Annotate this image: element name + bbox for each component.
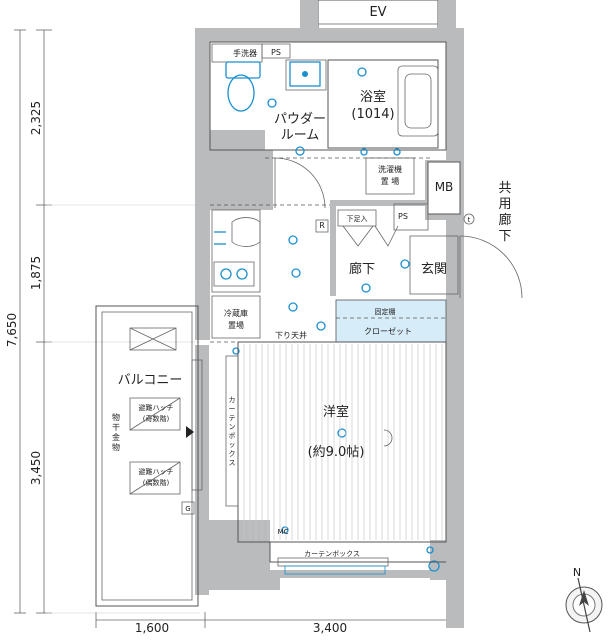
hatch-even-label-1: 避難ハッチ	[139, 467, 174, 476]
toilet-icon	[225, 61, 261, 112]
drop-ceiling-label: 下り天井	[275, 330, 307, 340]
ps-label-mid: PS	[398, 212, 408, 221]
closet-label: クローゼット	[364, 326, 412, 336]
curtain-box-char: カ	[229, 396, 236, 404]
g-label: G	[185, 505, 190, 513]
toilet-shelf-label: 手洗器	[233, 48, 257, 58]
dim-left-2: 1,875	[29, 256, 43, 290]
hatch-even-label-2: (偶数階)	[143, 478, 170, 487]
western-room-floor	[243, 344, 443, 540]
svg-text:用: 用	[498, 197, 511, 212]
curtain-box-char: ッ	[229, 441, 236, 449]
hallway-label: 廊下	[349, 261, 375, 277]
svg-text:物: 物	[112, 442, 120, 452]
door-swings	[274, 157, 523, 299]
equipment-dots	[232, 67, 440, 572]
western-room-name: 洋室	[323, 404, 349, 420]
svg-text:共: 共	[498, 181, 511, 196]
wet-area	[209, 41, 461, 231]
curtain-box-horizontal: カーテンボックス	[304, 550, 360, 558]
monohoshi-label: 物 干 金 物	[112, 412, 120, 452]
dim-left-3: 3,450	[29, 451, 43, 485]
mb-label: MB	[435, 180, 454, 194]
svg-text:物: 物	[112, 412, 120, 422]
bath-size: (1014)	[351, 107, 394, 122]
mc-label: MC	[278, 528, 289, 536]
fridge-label-1: 冷蔵庫	[224, 308, 248, 318]
western-room-size: (約9.0帖)	[308, 445, 365, 460]
dim-left-1: 2,325	[29, 101, 43, 135]
t-label: t	[468, 216, 471, 224]
dim-total: 7,650	[5, 313, 19, 347]
dim-bottom-1: 1,600	[135, 621, 169, 635]
balcony	[95, 305, 203, 607]
fixed-shelf-label: 固定棚	[375, 307, 396, 316]
compass-north: N	[573, 566, 581, 579]
curtain-box-char: テ	[229, 414, 236, 422]
bath-name: 浴室	[360, 89, 386, 105]
hatch-odd-label-1: 避難ハッチ	[139, 403, 174, 412]
entrance-label: 玄関	[421, 262, 447, 277]
powder-label-2: ルーム	[281, 128, 320, 143]
ev-label: EV	[369, 5, 386, 20]
kitchen	[211, 209, 261, 339]
washbasin-icon	[289, 61, 321, 87]
common-corridor-label: 共 用 廊 下	[498, 181, 511, 244]
curtain-box-char: ン	[229, 423, 236, 431]
compass-icon	[565, 577, 603, 633]
curtain-box-char: ク	[229, 450, 236, 458]
svg-text:廊: 廊	[498, 212, 511, 228]
curtain-box-char: ー	[229, 405, 236, 413]
fridge-label-2: 置場	[228, 320, 244, 330]
washer-label-2: 置 場	[381, 176, 400, 186]
washer-label-1: 洗濯機	[378, 164, 402, 174]
svg-text:干: 干	[112, 423, 120, 432]
hatch-odd-label-2: (奇数階)	[143, 414, 170, 423]
svg-text:金: 金	[112, 432, 120, 442]
balcony-label: バルコニー	[118, 373, 183, 388]
shoe-box-label: 下足入	[347, 215, 368, 223]
curtain-box-char: ボ	[229, 432, 236, 440]
svg-text:下: 下	[498, 229, 511, 244]
r-label: R	[319, 221, 325, 230]
curtain-box-vertical: カーテンボックス	[229, 396, 236, 467]
ps-label-top: PS	[271, 48, 281, 57]
curtain-box-char: ス	[229, 459, 236, 467]
powder-label-1: パウダー	[274, 112, 326, 127]
dim-bottom-2: 3,400	[313, 621, 347, 635]
